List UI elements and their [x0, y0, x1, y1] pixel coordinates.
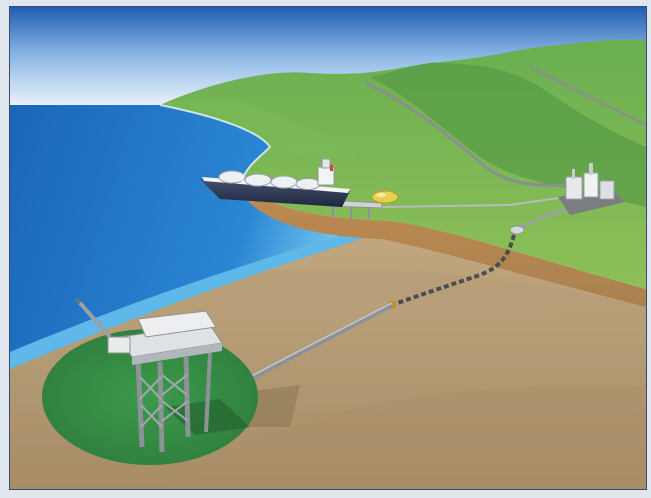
lng-storage-tank-icon — [371, 190, 399, 204]
hill-ridge-shadow — [370, 63, 646, 207]
hill-road — [364, 81, 571, 187]
pipeline-onshore — [381, 196, 566, 208]
hill-ridge-shadow-2 — [160, 98, 360, 158]
mooring-buoy-icon — [509, 225, 525, 235]
offshore-gas-scene — [9, 6, 647, 490]
processing-plant-icon — [558, 163, 625, 215]
shoreline — [159, 104, 272, 183]
pipeline-buried-segment — [391, 234, 516, 307]
offshore-platform-icon — [74, 297, 250, 453]
sea — [10, 105, 382, 352]
sea-edge — [10, 221, 382, 369]
lng-tanker-icon — [200, 158, 350, 207]
land-cliff — [242, 182, 646, 307]
scene-illustration — [10, 7, 646, 489]
hill-road-2 — [529, 65, 646, 127]
seabed-shadow-2 — [170, 385, 646, 489]
